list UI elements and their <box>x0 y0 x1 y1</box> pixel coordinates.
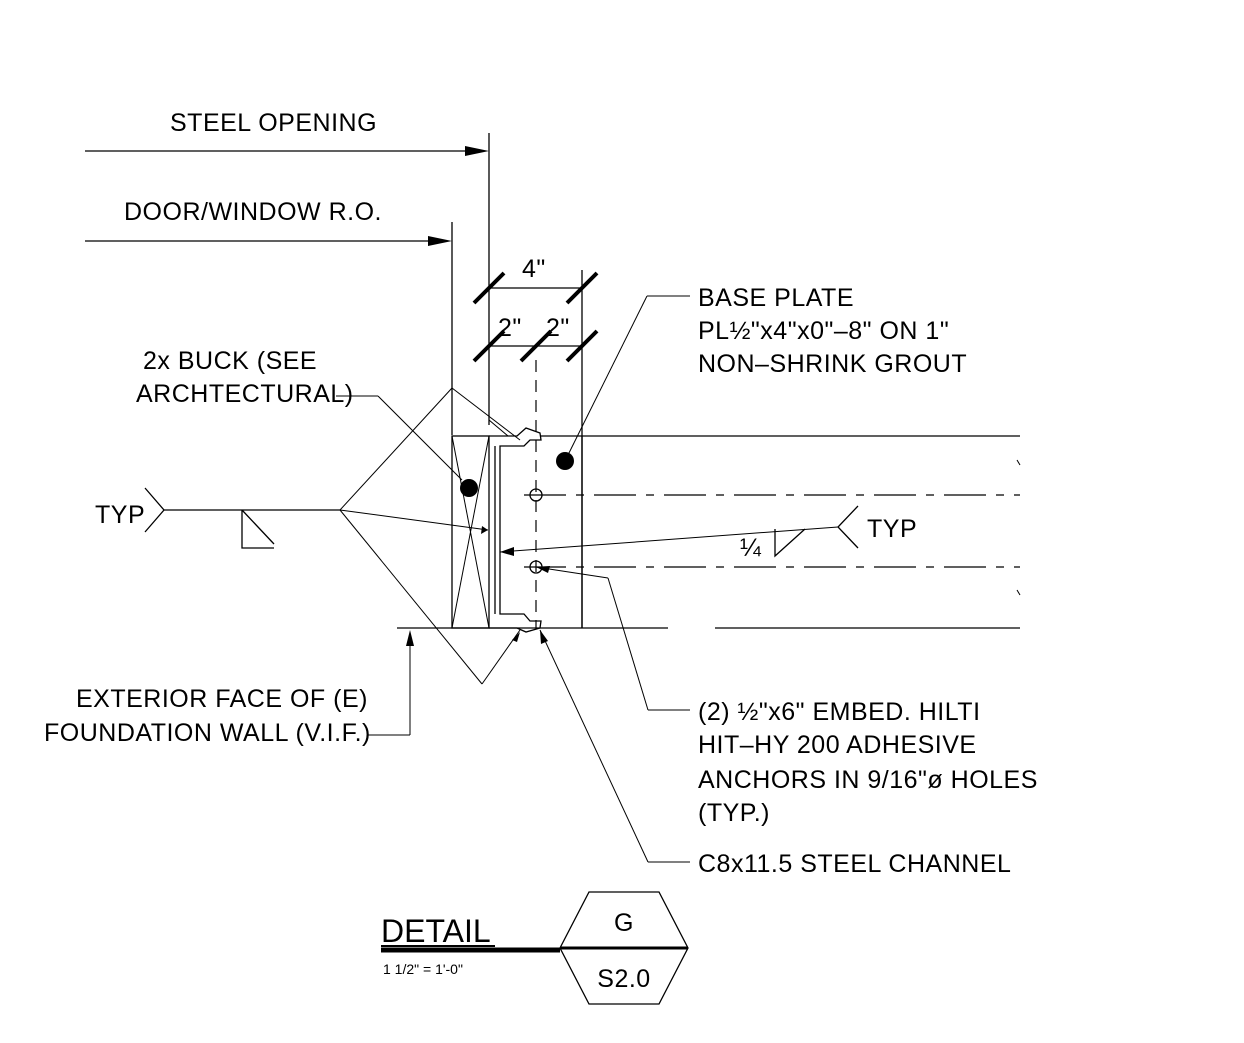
sheet-id: S2.0 <box>597 965 650 993</box>
base-plate-line3: NON–SHRINK GROUT <box>698 350 967 378</box>
weld-symbol-left: TYP <box>95 387 521 685</box>
typ-right-label: TYP <box>867 515 917 543</box>
base-plate-note: BASE PLATE PL½"x4"x0"–8" ON 1" NON–SHRIN… <box>564 284 967 462</box>
dimension-2in-2in: 2" 2" <box>472 314 599 363</box>
flange-weld-line <box>488 419 509 437</box>
channel-note: C8x11.5 STEEL CHANNEL <box>539 629 1011 878</box>
steel-opening-dimension: STEEL OPENING <box>85 109 490 425</box>
detail-title-block: DETAIL 1 1/2" = 1'-0" G S2.0 <box>381 891 689 1005</box>
channel-label: C8x11.5 STEEL CHANNEL <box>698 850 1011 878</box>
buck-note: 2x BUCK (SEE ARCHTECTURAL) <box>136 347 463 481</box>
weld-symbol-right: TYP ¼ <box>499 505 917 562</box>
steel-channel-profile <box>489 427 583 633</box>
weld-size-label: ¼ <box>740 534 762 562</box>
anchor-line4: (TYP.) <box>698 799 770 827</box>
wood-buck <box>451 435 490 629</box>
typ-left-label: TYP <box>95 501 145 529</box>
detail-scale: 1 1/2" = 1'-0" <box>383 961 463 977</box>
exterior-line2: FOUNDATION WALL (V.I.F.) <box>44 719 371 747</box>
buck-line1: 2x BUCK (SEE <box>143 347 317 375</box>
anchor-hole-top <box>529 488 543 502</box>
exterior-face-note: EXTERIOR FACE OF (E) FOUNDATION WALL (V.… <box>44 630 414 747</box>
base-plate-line2: PL½"x4"x0"–8" ON 1" <box>698 317 949 345</box>
dim-2a-label: 2" <box>498 314 522 342</box>
base-plate-line1: BASE PLATE <box>698 284 854 312</box>
dim-2b-label: 2" <box>546 314 570 342</box>
door-window-ro-dimension: DOOR/WINDOW R.O. <box>85 198 453 435</box>
dim-4-label: 4" <box>522 255 546 283</box>
anchor-note: (2) ½"x6" EMBED. HILTI HIT–HY 200 ADHESI… <box>535 566 1038 827</box>
foundation-wall <box>397 435 1021 629</box>
exterior-line1: EXTERIOR FACE OF (E) <box>76 685 368 713</box>
detail-title: DETAIL <box>381 913 491 949</box>
anchor-line1: (2) ½"x6" EMBED. HILTI <box>698 698 981 726</box>
door-window-ro-label: DOOR/WINDOW R.O. <box>124 198 382 226</box>
steel-opening-label: STEEL OPENING <box>170 109 377 137</box>
buck-fastener <box>460 479 478 497</box>
detail-id: G <box>614 909 634 937</box>
anchor-line3: ANCHORS IN 9/16"ø HOLES <box>698 766 1038 794</box>
buck-line2: ARCHTECTURAL) <box>136 380 354 408</box>
anchor-line2: HIT–HY 200 ADHESIVE <box>698 731 977 759</box>
